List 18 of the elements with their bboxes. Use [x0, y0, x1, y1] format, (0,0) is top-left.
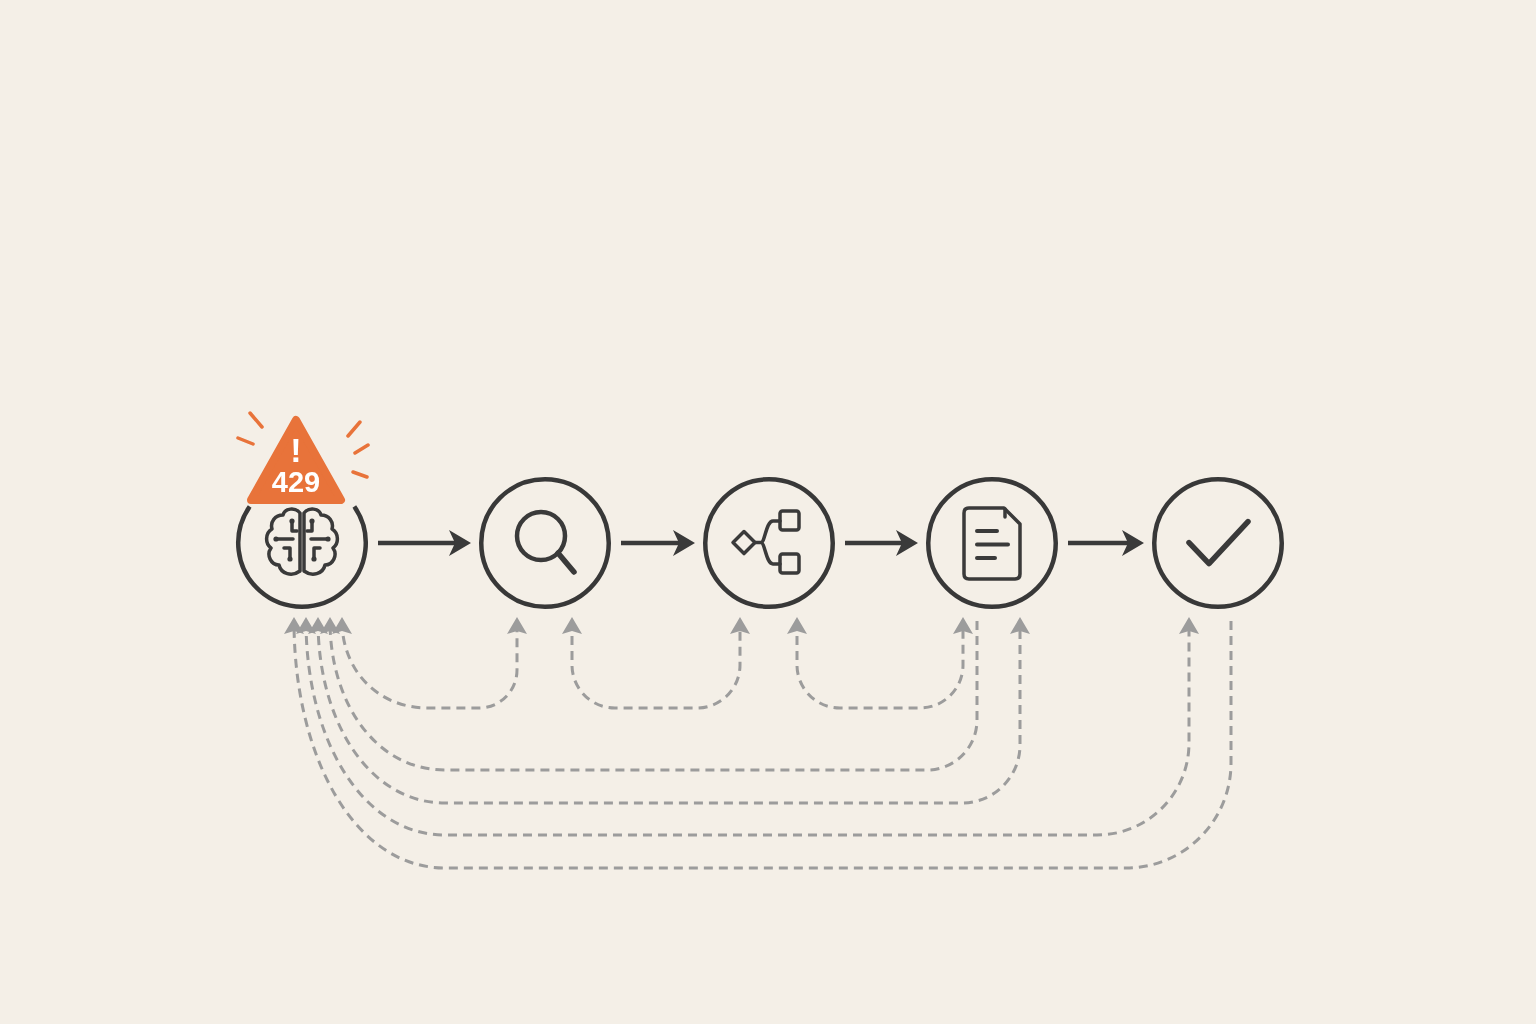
dashed-arrow	[320, 617, 979, 772]
arrow	[1068, 530, 1144, 556]
dashed-arrow	[562, 617, 750, 710]
step-circle	[1152, 477, 1284, 609]
dashed-arrow	[332, 617, 527, 710]
step-circle	[479, 477, 611, 609]
dashed-arrow	[284, 617, 1233, 870]
dashed-arrow	[787, 617, 973, 710]
arrow	[621, 530, 695, 556]
arrow	[845, 530, 918, 556]
warning-triangle	[246, 414, 346, 504]
dashed-arrow	[296, 617, 1199, 837]
exclamation-mark: !	[290, 433, 302, 467]
step-circle	[926, 477, 1058, 609]
arrow	[378, 530, 471, 556]
dashed-arrow	[308, 617, 1030, 805]
error-code: 429	[271, 468, 321, 497]
step-circle	[703, 477, 835, 609]
